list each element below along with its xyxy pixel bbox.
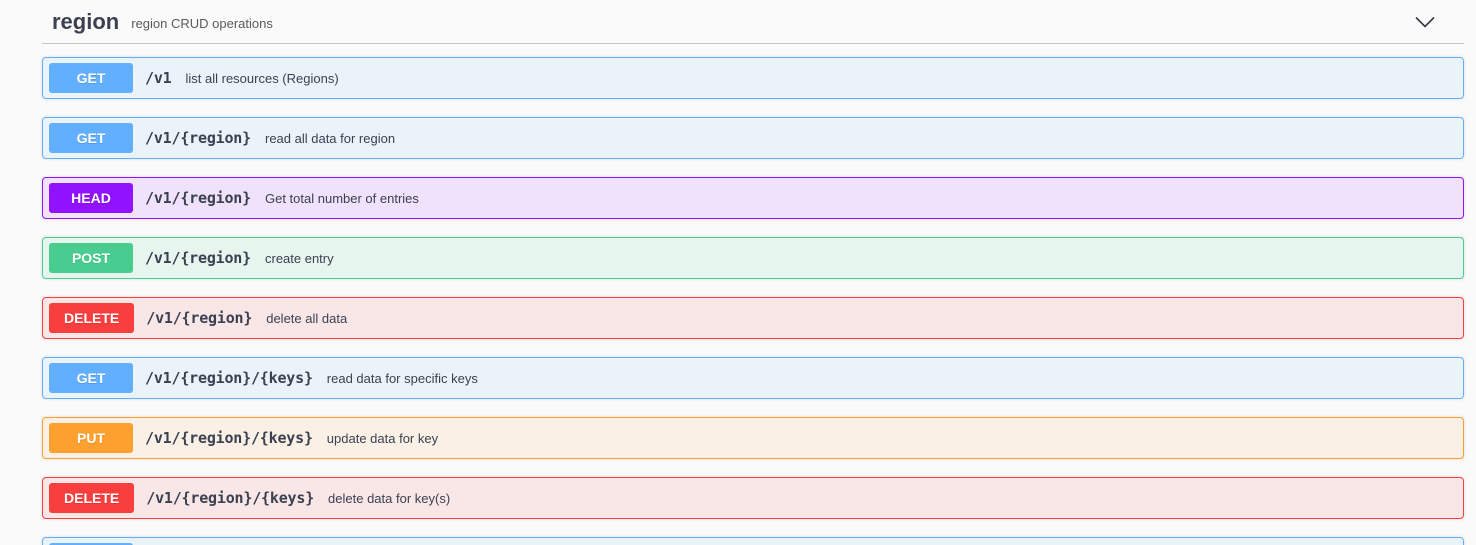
endpoint-description: list all resources (Regions) — [185, 70, 339, 86]
endpoint-path: /v1/{region}/{keys} — [145, 429, 313, 447]
operation-row[interactable]: GET /v1/{region} read all data for regio… — [42, 117, 1464, 159]
method-badge: HEAD — [49, 183, 133, 213]
method-badge: GET — [49, 363, 133, 393]
endpoint-path: /v1/{region} — [145, 249, 251, 267]
endpoint-path: /v1/{region} — [146, 309, 253, 327]
endpoint-path: /v1/{region} — [145, 189, 251, 207]
operation-row[interactable]: POST /v1/{region} create entry — [42, 237, 1464, 279]
method-badge: DELETE — [49, 483, 135, 513]
tag-title: region — [52, 9, 120, 34]
operation-row[interactable]: PUT /v1/{region}/{keys} update data for … — [42, 417, 1464, 459]
method-badge: GET — [49, 123, 133, 153]
method-badge: PUT — [49, 423, 133, 453]
endpoint-path: /v1/{region}/{keys} — [145, 369, 313, 387]
endpoint-description: read data for specific keys — [326, 370, 478, 386]
method-badge: DELETE — [49, 303, 135, 333]
endpoint-description: delete data for key(s) — [328, 490, 451, 506]
endpoint-path: /v1/{region}/{keys} — [146, 489, 315, 507]
operation-row[interactable]: DELETE /v1/{region} delete all data — [42, 297, 1464, 339]
operation-row[interactable]: GET /v1 list all resources (Regions) — [42, 57, 1464, 99]
endpoint-path: /v1 — [145, 69, 172, 87]
tag-section-header[interactable]: region region CRUD operations — [42, 0, 1464, 44]
operation-row[interactable] — [42, 537, 1464, 545]
tag-description: region CRUD operations — [131, 16, 273, 31]
method-badge — [49, 543, 133, 545]
operation-row[interactable]: GET /v1/{region}/{keys} read data for sp… — [42, 357, 1464, 399]
collapse-section-button[interactable] — [1414, 14, 1436, 30]
endpoint-path: /v1/{region} — [145, 129, 251, 147]
endpoint-description: update data for key — [326, 430, 439, 446]
method-badge: POST — [49, 243, 133, 273]
endpoint-description: read all data for region — [264, 130, 396, 146]
chevron-down-icon — [1414, 14, 1436, 30]
method-badge: GET — [49, 63, 133, 93]
endpoint-description: Get total number of entries — [264, 190, 419, 206]
endpoint-description: create entry — [264, 250, 334, 266]
operation-row[interactable]: DELETE /v1/{region}/{keys} delete data f… — [42, 477, 1464, 519]
api-tag-section: region region CRUD operations GET /v1 li… — [42, 0, 1464, 545]
operations-list: GET /v1 list all resources (Regions) GET… — [42, 44, 1464, 545]
operation-row[interactable]: HEAD /v1/{region} Get total number of en… — [42, 177, 1464, 219]
endpoint-description: delete all data — [266, 310, 348, 326]
